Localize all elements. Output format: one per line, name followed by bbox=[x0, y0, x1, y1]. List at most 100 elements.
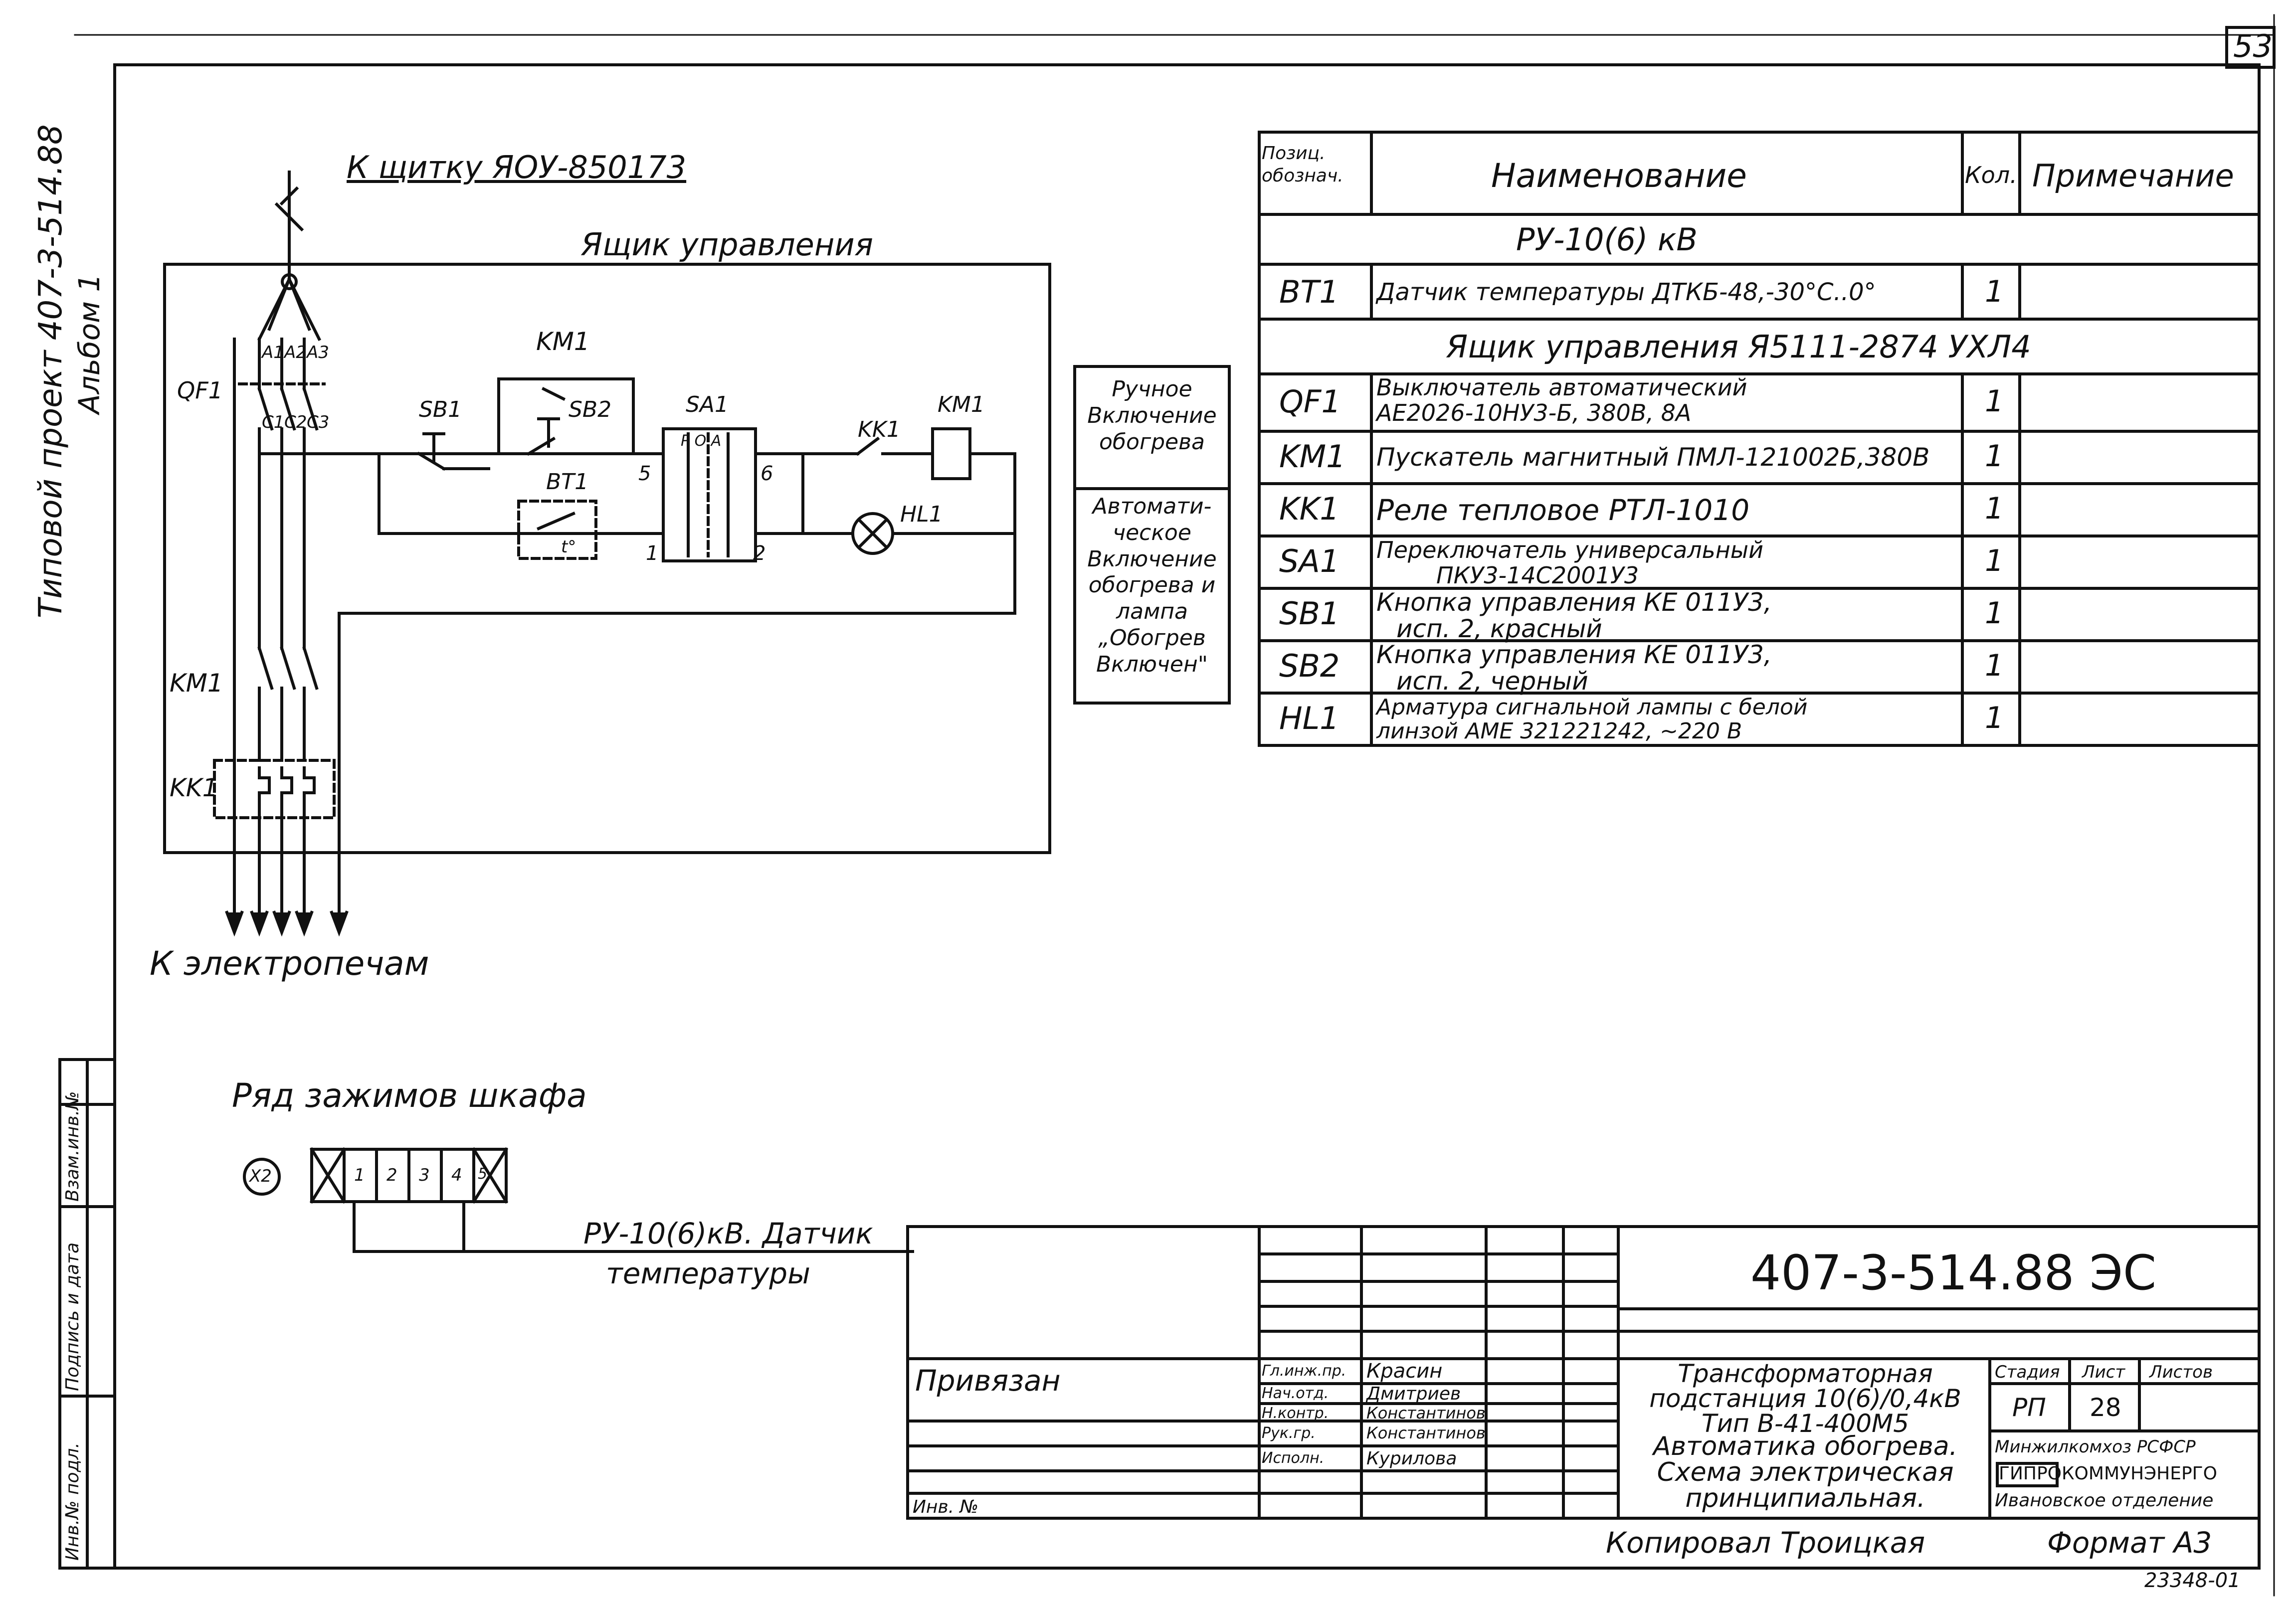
stage-header: Стадия bbox=[1995, 1362, 2060, 1382]
label-c2: C2 bbox=[284, 412, 307, 432]
output-label: К электропечам bbox=[150, 944, 429, 983]
spec-row-sb2-pos: SB2 bbox=[1279, 648, 1340, 684]
title-block-grid bbox=[906, 1225, 2261, 1520]
label-node-2: 2 bbox=[753, 542, 766, 565]
terminal-strip-tag: X2 bbox=[249, 1166, 272, 1186]
stamp-inv-podl: Инв.№ подл. bbox=[62, 1442, 83, 1561]
terminal-strip-title: Ряд зажимов шкафа bbox=[232, 1076, 587, 1115]
privyazan-label: Привязан bbox=[915, 1364, 1061, 1398]
spec-row-bt1-pos: BT1 bbox=[1279, 274, 1339, 310]
supply-label: К щитку ЯОУ-850173 bbox=[347, 149, 687, 185]
terminal-4: 4 bbox=[451, 1165, 462, 1185]
spec-header-note: Примечание bbox=[2032, 158, 2234, 194]
archive-number: 23348-01 bbox=[2144, 1569, 2241, 1592]
spec-row-sb1-name: Кнопка управления КЕ 011У3,исп. 2, красн… bbox=[1376, 588, 1772, 643]
sheet-number-box bbox=[2225, 26, 2276, 69]
signer-name-2: Дмитриев bbox=[1366, 1384, 1461, 1404]
drawing-code: 407-3-514.88 ЭС bbox=[1750, 1245, 2157, 1301]
spec-row-qf1-qty: 1 bbox=[1985, 384, 2004, 419]
signer-role-1: Гл.инж.пр. bbox=[1262, 1362, 1346, 1380]
project-code-vertical: Типовой проект 407-3-514.88 bbox=[32, 124, 69, 618]
label-node-6: 6 bbox=[761, 462, 773, 485]
spec-row-bt1-name: Датчик температуры ДТКБ-48,-30°С..0° bbox=[1376, 278, 1876, 306]
spec-row-kk1-pos: KK1 bbox=[1279, 491, 1339, 527]
label-a1: A1 bbox=[262, 343, 284, 362]
org-line-1: Минжилкомхоз РСФСР bbox=[1995, 1437, 2196, 1457]
sheets-header: Листов bbox=[2149, 1362, 2213, 1382]
mode-note-box-auto bbox=[1073, 487, 1231, 705]
spec-row-kk1-qty: 1 bbox=[1985, 491, 2004, 526]
inv-no-label: Инв. № bbox=[913, 1497, 979, 1517]
label-sa1: SA1 bbox=[686, 392, 729, 417]
org-line-3: Ивановское отделение bbox=[1995, 1490, 2214, 1511]
label-qf1: QF1 bbox=[177, 377, 223, 404]
spec-header-pos: Позиц.обознач. bbox=[1262, 143, 1343, 186]
sheet-number: 53 bbox=[2233, 28, 2273, 64]
label-a3: A3 bbox=[307, 343, 329, 362]
label-node-1: 1 bbox=[646, 542, 659, 565]
spec-header-qty: Кол. bbox=[1965, 162, 2017, 188]
label-hl1: HL1 bbox=[900, 502, 943, 527]
spec-row-sb1-qty: 1 bbox=[1985, 596, 2004, 631]
format-label: Формат А3 bbox=[2047, 1526, 2212, 1560]
left-stamp bbox=[58, 1058, 116, 1570]
spec-row-sb2-name: Кнопка управления КЕ 011У3,исп. 2, черны… bbox=[1376, 640, 1772, 696]
label-kk1-aux: KK1 bbox=[858, 417, 901, 442]
label-km1-coil: KM1 bbox=[938, 392, 985, 417]
spec-row-sa1-qty: 1 bbox=[1985, 543, 2004, 578]
label-c3: C3 bbox=[307, 412, 330, 432]
schematic bbox=[163, 171, 1051, 937]
terminal-1: 1 bbox=[354, 1165, 365, 1185]
signer-role-3: Н.контр. bbox=[1262, 1405, 1329, 1422]
label-km1-aux: KM1 bbox=[536, 327, 590, 356]
spec-section-ru: РУ-10(6) кВ bbox=[1516, 221, 1698, 258]
org-line-2: ГИПРОКОММУНЭНЕРГО bbox=[1999, 1463, 2217, 1484]
spec-header-name: Наименование bbox=[1491, 157, 1747, 195]
label-sb1: SB1 bbox=[419, 397, 462, 422]
label-km1-main: KM1 bbox=[170, 669, 223, 698]
signer-role-5: Исполн. bbox=[1262, 1449, 1325, 1467]
spec-row-sb2-qty: 1 bbox=[1985, 648, 2004, 683]
album-vertical: Альбом 1 bbox=[72, 273, 106, 414]
label-a2: A2 bbox=[284, 343, 307, 362]
cable-label-1: РУ-10(6)кВ. Датчик bbox=[583, 1217, 873, 1250]
label-kk1-main: KK1 bbox=[170, 773, 218, 802]
sheet-header: Лист bbox=[2082, 1362, 2125, 1382]
spec-row-km1-name: Пускатель магнитный ПМЛ-121002Б,380В bbox=[1376, 443, 1930, 472]
spec-row-km1-pos: KM1 bbox=[1279, 438, 1346, 475]
terminal-strip bbox=[243, 1147, 914, 1253]
spec-section-box: Ящик управления Я5111-2874 УХЛ4 bbox=[1446, 329, 2031, 365]
signer-role-4: Рук.гр. bbox=[1262, 1424, 1316, 1442]
spec-table-grid bbox=[1258, 131, 2261, 747]
signer-name-3: Константинов bbox=[1366, 1404, 1486, 1423]
spec-row-qf1-pos: QF1 bbox=[1279, 383, 1341, 420]
spec-row-sa1-pos: SA1 bbox=[1279, 543, 1340, 579]
spec-row-hl1-pos: HL1 bbox=[1279, 700, 1339, 736]
label-sb2: SB2 bbox=[569, 397, 612, 422]
sheet-value: 28 bbox=[2090, 1393, 2121, 1422]
label-node-5: 5 bbox=[638, 462, 651, 485]
spec-row-kk1-name: Реле тепловое РТЛ-1010 bbox=[1376, 493, 1750, 527]
terminal-3: 3 bbox=[419, 1165, 430, 1185]
stamp-podpis-data: Подпись и дата bbox=[62, 1242, 83, 1391]
terminal-5: 5 bbox=[478, 1165, 488, 1183]
signer-role-2: Нач.отд. bbox=[1262, 1385, 1329, 1402]
drawing-frame bbox=[113, 63, 2261, 1570]
spec-row-hl1-qty: 1 bbox=[1985, 701, 2004, 735]
control-box-title: Ящик управления bbox=[581, 226, 873, 263]
label-bt1: BT1 bbox=[546, 469, 589, 495]
signer-name-1: Красин bbox=[1366, 1360, 1443, 1383]
cable-label-2: температуры bbox=[606, 1256, 810, 1290]
spec-row-bt1-qty: 1 bbox=[1985, 274, 2004, 309]
control-box bbox=[163, 263, 1051, 854]
label-sa1-positions: Р О А bbox=[681, 432, 722, 450]
copied-by: Копировал Троицкая bbox=[1606, 1526, 1925, 1560]
